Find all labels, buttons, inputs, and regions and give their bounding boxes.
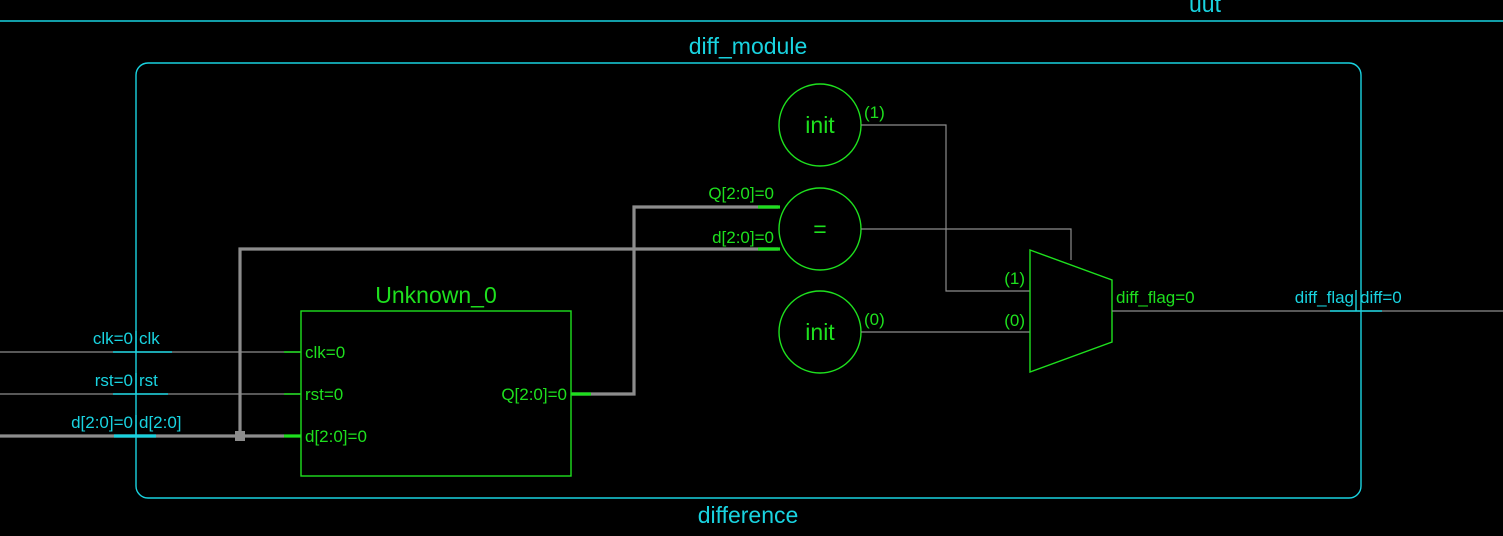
register-unknown-0[interactable]: Unknown_0 clk=0 rst=0 d[2:0]=0 Q[2:0]=0 bbox=[284, 282, 591, 477]
diff-module-outline[interactable] bbox=[135, 62, 1362, 499]
init-top-label: init bbox=[805, 112, 835, 138]
clk-net-label: clk=0 bbox=[93, 329, 133, 348]
diff-module-instance-name: difference bbox=[698, 502, 799, 528]
comparator-equal[interactable]: = Q[2:0]=0 d[2:0]=0 bbox=[708, 184, 1072, 271]
diff-net-label: diff=0 bbox=[1360, 288, 1402, 307]
diff-module-title: diff_module bbox=[689, 33, 808, 59]
init-bottom-label: init bbox=[805, 319, 835, 345]
comparator-symbol: = bbox=[813, 216, 826, 242]
comparator-out-wire[interactable] bbox=[861, 228, 1072, 260]
rst-net-label: rst=0 bbox=[95, 371, 133, 390]
register-title: Unknown_0 bbox=[375, 282, 496, 308]
rst-port-label: rst bbox=[139, 371, 158, 390]
init-constant-top[interactable]: init (1) bbox=[778, 83, 1030, 292]
mux-in0-label: (0) bbox=[1004, 311, 1025, 330]
register-clk-label: clk=0 bbox=[305, 343, 345, 362]
comparator-q-label: Q[2:0]=0 bbox=[708, 184, 774, 203]
outer-uut-title: uut bbox=[1189, 0, 1222, 17]
mux-body[interactable] bbox=[1029, 248, 1113, 374]
d-bus-branch[interactable] bbox=[235, 247, 778, 441]
output-port-diff[interactable]: diff_flag diff=0 bbox=[1295, 288, 1402, 312]
register-d-label: d[2:0]=0 bbox=[305, 427, 367, 446]
mux-in1-label: (1) bbox=[1004, 269, 1025, 288]
register-q-label: Q[2:0]=0 bbox=[501, 385, 567, 404]
comparator-d-label: d[2:0]=0 bbox=[712, 228, 774, 247]
diff-flag-port-label: diff_flag bbox=[1295, 288, 1354, 307]
junction-dot bbox=[235, 431, 245, 441]
d-net-label: d[2:0]=0 bbox=[71, 413, 133, 432]
q-bus-wire[interactable] bbox=[572, 205, 778, 396]
mux-out-label: diff_flag=0 bbox=[1116, 288, 1195, 307]
input-port-labels: clk=0 clk rst=0 rst d[2:0]=0 d[2:0] bbox=[71, 329, 181, 432]
init-top-value: (1) bbox=[864, 103, 885, 122]
clk-port-label: clk bbox=[139, 329, 160, 348]
mux[interactable]: (1) (0) diff_flag=0 bbox=[1004, 248, 1503, 374]
outer-uut-frame: uut bbox=[0, 0, 1503, 22]
init-bottom-value: (0) bbox=[864, 310, 885, 329]
register-rst-label: rst=0 bbox=[305, 385, 343, 404]
diff-module-block[interactable]: diff_module difference bbox=[135, 33, 1362, 528]
init-top-wire[interactable] bbox=[861, 124, 1030, 292]
d-port-label: d[2:0] bbox=[139, 413, 182, 432]
init-constant-bottom[interactable]: init (0) bbox=[778, 290, 1030, 374]
